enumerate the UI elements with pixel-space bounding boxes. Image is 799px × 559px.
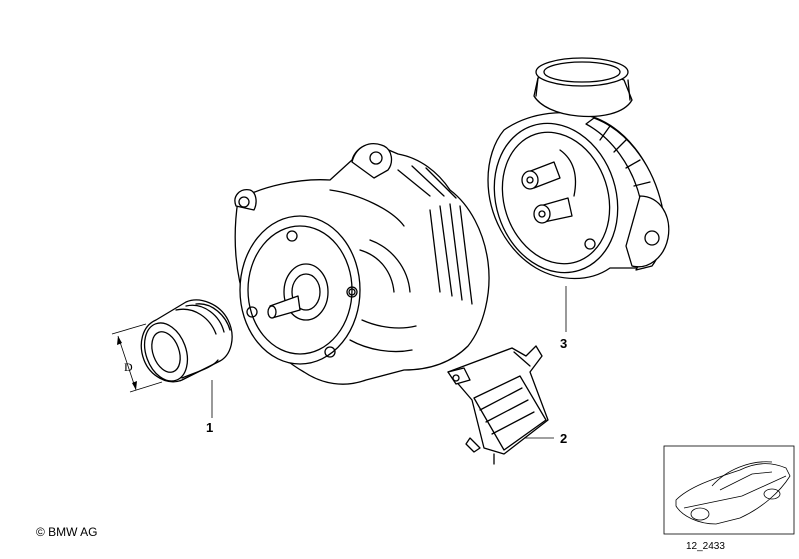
callouts: 1 2 3 [206,286,567,446]
voltage-regulator-icon [447,345,549,465]
dimension-label: D [124,360,133,374]
pulley-sleeve-icon [140,299,233,383]
copyright-text: © BMW AG [36,525,98,539]
car-thumbnail [663,445,795,535]
part-label-1: 1 [206,420,213,435]
alternator-housing-cover-icon [487,57,670,280]
car-silhouette-icon [675,461,791,525]
part-label-2: 2 [560,431,567,446]
part-label-3: 3 [560,336,567,351]
diagram-reference: 12_2433 [686,541,725,552]
alternator-icon [234,143,490,385]
dimension-d: D [111,323,163,393]
